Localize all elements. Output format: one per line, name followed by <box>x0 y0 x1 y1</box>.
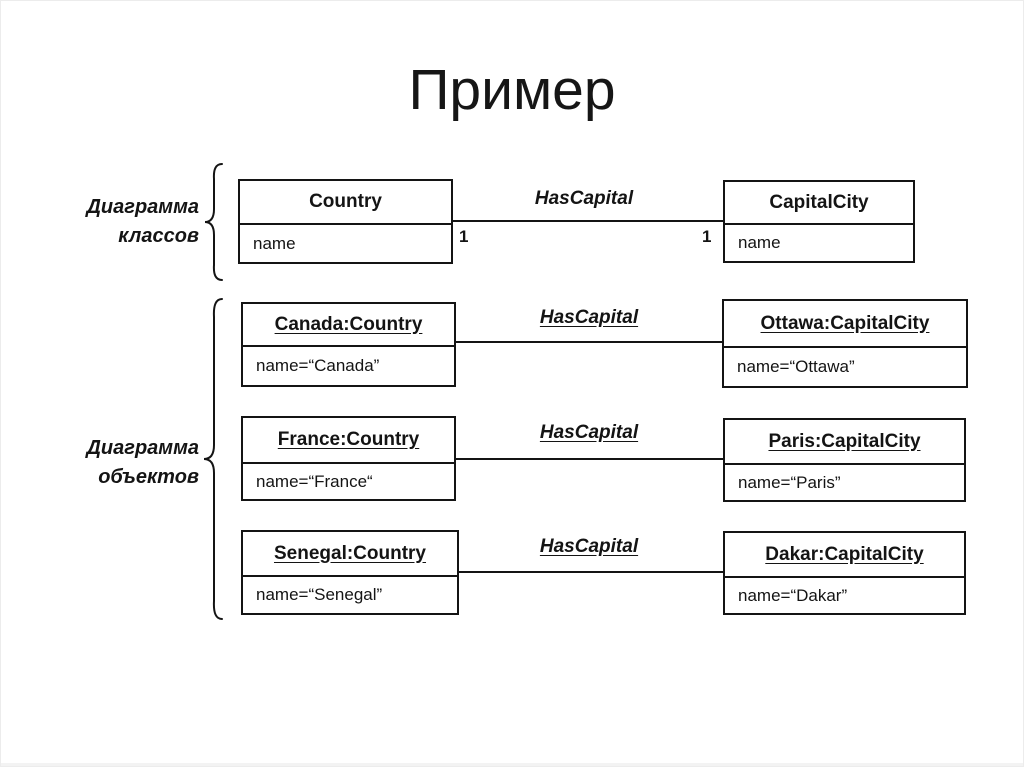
class-diagram-brace-icon <box>204 163 223 281</box>
object-box-dakar-name: Dakar:CapitalCity <box>725 533 964 578</box>
class-box-capitalcity-name: CapitalCity <box>725 182 913 225</box>
object-box-ottawa-attribute: name=“Ottawa” <box>737 357 855 376</box>
object-box-canada-name: Canada:Country <box>243 304 454 347</box>
class-association-label: HasCapital <box>534 188 634 209</box>
multiplicity-left: 1 <box>459 227 469 246</box>
class-association-line <box>453 220 723 222</box>
object-link-line-1 <box>456 341 722 343</box>
object-box-france-name: France:Country <box>243 418 454 464</box>
object-box-canada: Canada:Country name=“Canada” <box>241 302 456 387</box>
object-box-senegal-name: Senegal:Country <box>243 532 457 577</box>
object-link-label-2: HasCapital <box>539 422 639 443</box>
object-diagram-label: Диаграмма объектов <box>41 434 199 492</box>
object-box-dakar-attribute: name=“Dakar” <box>738 585 848 605</box>
class-box-capitalcity-attribute: name <box>738 233 781 252</box>
object-box-ottawa-name: Ottawa:CapitalCity <box>724 301 966 348</box>
object-link-line-2 <box>456 458 723 460</box>
object-link-label-1: HasCapital <box>539 307 639 328</box>
multiplicity-right: 1 <box>702 227 712 246</box>
class-diagram-label: Диаграмма классов <box>41 193 199 251</box>
page-title: Пример <box>408 58 616 122</box>
object-diagram-label-line2: объектов <box>98 466 199 488</box>
object-box-paris: Paris:CapitalCity name=“Paris” <box>723 418 966 502</box>
class-box-country: Country name <box>238 179 453 264</box>
object-box-canada-attribute: name=“Canada” <box>256 356 380 375</box>
object-box-senegal-attribute: name=“Senegal” <box>256 585 383 604</box>
object-box-paris-name: Paris:CapitalCity <box>725 420 964 465</box>
object-box-paris-attribute: name=“Paris” <box>738 472 841 492</box>
object-diagram-label-line1: Диаграмма <box>86 437 199 459</box>
class-diagram-label-line2: классов <box>118 225 199 247</box>
object-box-dakar: Dakar:CapitalCity name=“Dakar” <box>723 531 966 615</box>
class-diagram-label-line1: Диаграмма <box>86 196 199 218</box>
object-link-label-3: HasCapital <box>539 536 639 557</box>
object-box-france: France:Country name=“France“ <box>241 416 456 501</box>
object-box-senegal: Senegal:Country name=“Senegal” <box>241 530 459 615</box>
class-box-capitalcity: CapitalCity name <box>723 180 915 263</box>
class-box-country-name: Country <box>240 181 451 225</box>
object-box-ottawa: Ottawa:CapitalCity name=“Ottawa” <box>722 299 968 388</box>
object-box-france-attribute: name=“France“ <box>256 471 373 491</box>
object-link-line-3 <box>459 571 723 573</box>
class-box-country-attribute: name <box>253 233 296 253</box>
object-diagram-brace-icon <box>203 298 223 620</box>
